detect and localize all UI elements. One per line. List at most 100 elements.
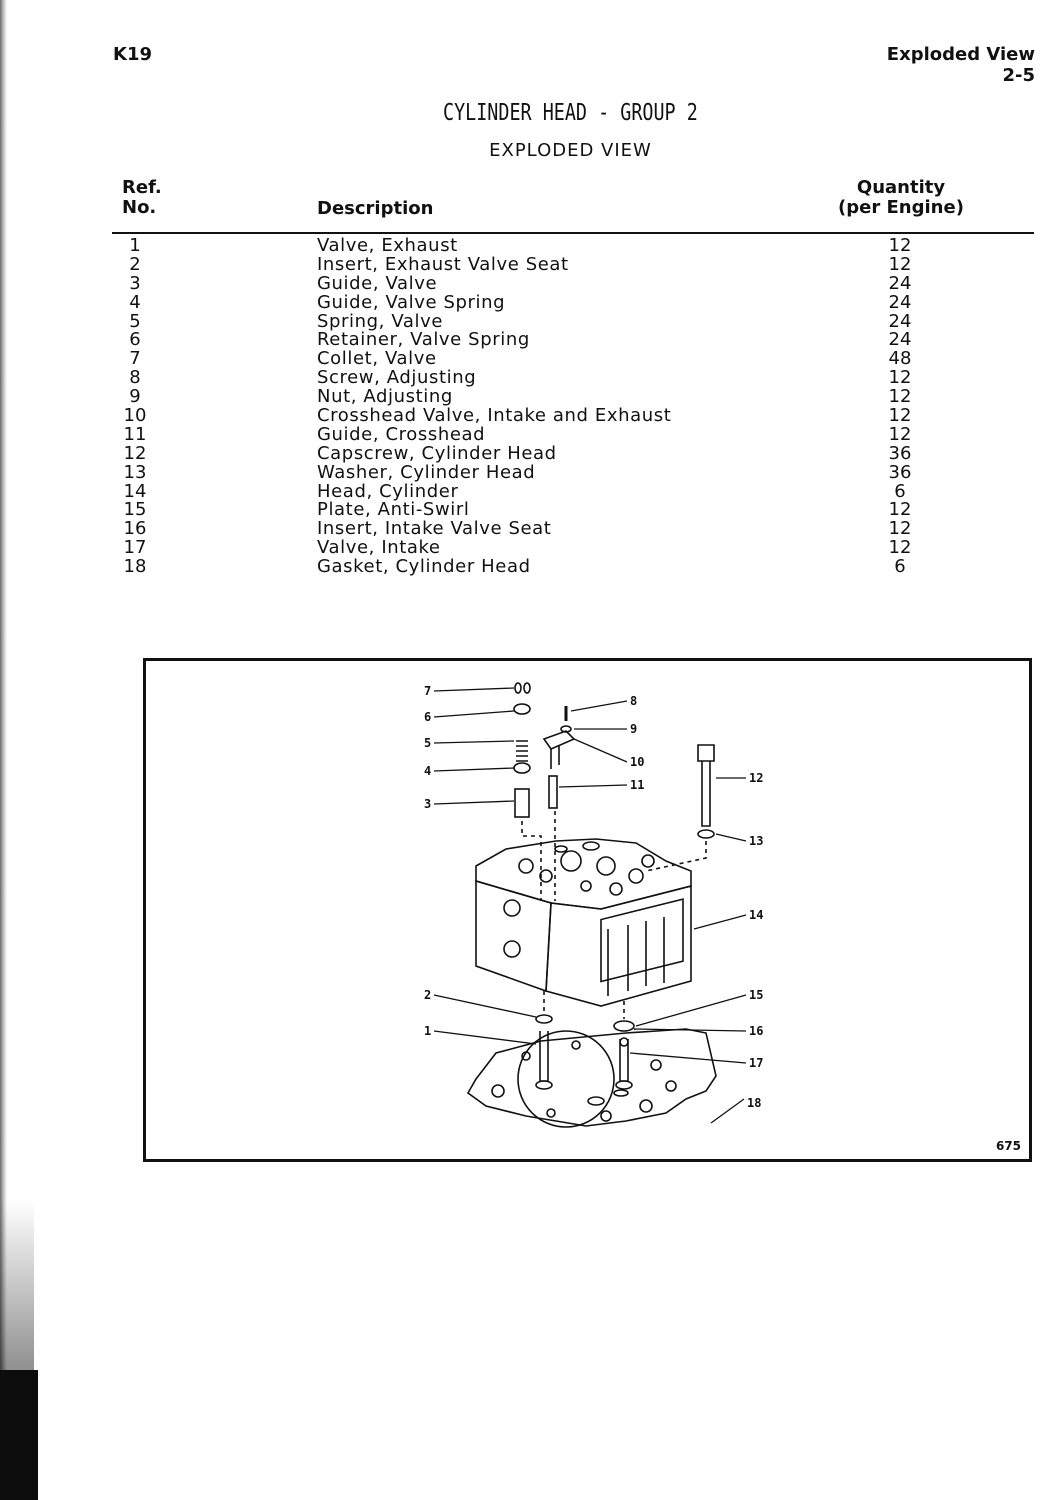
table-row: 1 Valve, Exhaust 12 (100, 236, 1000, 255)
ref-number: 12 (123, 442, 147, 464)
anti-swirl-plate (613, 1020, 635, 1032)
part-quantity: 24 (888, 272, 912, 294)
part-description: Collet, Valve (317, 348, 437, 370)
crosshead-guide (548, 775, 558, 809)
part-description: Guide, Valve (317, 272, 438, 294)
callout-8: 8 (630, 694, 637, 708)
qty-header-line2: (per Engine) (838, 197, 964, 218)
part-quantity: 12 (888, 499, 912, 521)
page-title: CYLINDER HEAD - GROUP 2 (443, 100, 698, 126)
gasket-outline (466, 1028, 717, 1127)
callout-5: 5 (424, 736, 431, 750)
callout-12: 12 (749, 771, 763, 785)
section-name: Exploded View (886, 44, 1035, 65)
part-quantity: 12 (888, 235, 912, 256)
ref-number: 2 (129, 253, 141, 275)
page-number: 2-5 (1002, 65, 1035, 86)
table-row: 10 Crosshead Valve, Intake and Exhaust 12 (100, 406, 1000, 425)
part-quantity: 12 (888, 518, 912, 540)
callout-14: 14 (749, 908, 763, 922)
part-description: Insert, Intake Valve Seat (317, 518, 552, 540)
part-description: Valve, Exhaust (317, 235, 458, 256)
ref-number: 16 (123, 518, 147, 540)
ref-number: 1 (129, 235, 141, 256)
part-quantity: 12 (888, 386, 912, 408)
ref-number: 15 (123, 499, 147, 521)
exhaust-seat-insert (535, 1014, 553, 1024)
qty-header-line1: Quantity (856, 177, 946, 198)
ref-number: 3 (129, 272, 141, 294)
ref-number: 18 (123, 556, 147, 578)
header-rule (112, 232, 1034, 234)
column-header-quantity: Quantity (per Engine) (836, 178, 966, 218)
part-quantity: 24 (888, 329, 912, 351)
callout-11: 11 (630, 778, 644, 792)
part-quantity: 24 (888, 310, 912, 332)
spring-guide (513, 762, 531, 774)
table-row: 16 Insert, Intake Valve Seat 12 (100, 519, 1000, 538)
head-washer (697, 829, 715, 839)
ref-number: 9 (129, 386, 141, 408)
ref-number: 14 (123, 480, 147, 502)
scan-edge-dark (0, 1370, 38, 1500)
ref-number: 11 (123, 423, 147, 445)
scan-edge-shadow (0, 1200, 34, 1375)
valve-guide (514, 788, 530, 818)
engine-model: K19 (113, 44, 152, 65)
part-description: Gasket, Cylinder Head (317, 556, 531, 578)
exploded-view-figure: 7 6 5 4 3 8 9 10 11 12 13 14 2 1 15 16 1… (143, 658, 1032, 1162)
table-row: 6 Retainer, Valve Spring 24 (100, 330, 1000, 349)
part-quantity: 36 (888, 442, 912, 464)
callout-16: 16 (749, 1024, 763, 1038)
callout-6: 6 (424, 710, 431, 724)
ref-number: 17 (123, 537, 147, 559)
table-row: 2 Insert, Exhaust Valve Seat 12 (100, 255, 1000, 274)
ref-header-line1: Ref. (122, 177, 162, 198)
spring-retainer (513, 703, 531, 715)
callout-17: 17 (749, 1056, 763, 1070)
part-quantity: 6 (894, 556, 906, 578)
ref-header-line2: No. (122, 197, 157, 218)
valve-spring (516, 740, 528, 762)
ref-number: 4 (129, 291, 141, 313)
head-front-face (545, 884, 692, 1007)
ref-number: 10 (123, 405, 147, 427)
part-description: Head, Cylinder (317, 480, 459, 502)
ref-number: 5 (129, 310, 141, 332)
ref-number: 6 (129, 329, 141, 351)
part-description: Crosshead Valve, Intake and Exhaust (317, 405, 672, 427)
parts-list: 1 Valve, Exhaust 12 2 Insert, Exhaust Valve… (100, 236, 1000, 576)
part-quantity: 12 (888, 405, 912, 427)
capscrew-shank (701, 761, 711, 827)
part-description: Insert, Exhaust Valve Seat (317, 253, 569, 275)
part-quantity: 12 (888, 367, 912, 389)
part-description: Plate, Anti-Swirl (317, 499, 470, 521)
table-row: 3 Guide, Valve 24 (100, 274, 1000, 293)
callout-13: 13 (749, 834, 763, 848)
figure-number: 675 (995, 1139, 1021, 1153)
part-quantity: 12 (888, 423, 912, 445)
part-description: Washer, Cylinder Head (317, 461, 536, 483)
ref-number: 13 (123, 461, 147, 483)
callout-2: 2 (424, 988, 431, 1002)
table-row: 12 Capscrew, Cylinder Head 36 (100, 444, 1000, 463)
part-quantity: 12 (888, 537, 912, 559)
exploded-view-drawing: 7 6 5 4 3 8 9 10 11 12 13 14 2 1 15 16 1… (424, 682, 763, 1128)
part-description: Screw, Adjusting (317, 367, 477, 389)
head-left-face (475, 879, 552, 993)
gasket-bore (517, 1030, 615, 1128)
callout-4: 4 (424, 764, 431, 778)
part-description: Capscrew, Cylinder Head (317, 442, 557, 464)
part-quantity: 48 (888, 348, 912, 370)
part-quantity: 12 (888, 253, 912, 275)
part-description: Retainer, Valve Spring (317, 329, 530, 351)
table-row: 15 Plate, Anti-Swirl 12 (100, 500, 1000, 519)
part-quantity: 24 (888, 291, 912, 313)
